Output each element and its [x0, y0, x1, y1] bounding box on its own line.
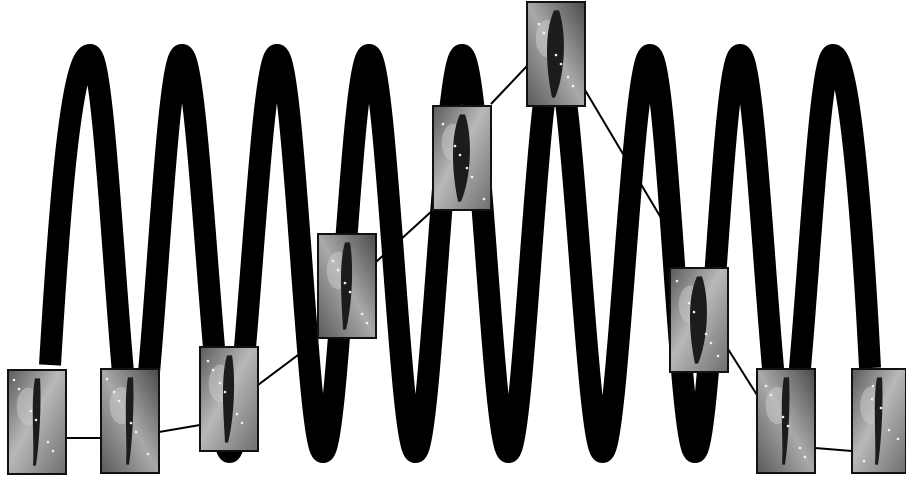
glottis-frame-7 — [670, 268, 728, 372]
connector-line — [491, 66, 527, 104]
glottis-frame-2 — [101, 369, 159, 473]
connector-line — [815, 448, 852, 451]
connector-line — [728, 349, 757, 395]
glottis-frame-3 — [200, 347, 258, 451]
glottis-frame-6 — [527, 2, 585, 106]
glottis-frame-9 — [852, 369, 906, 473]
glottis-frame-8 — [757, 369, 815, 473]
glottis-frame-4 — [318, 234, 376, 338]
glottis-frame-5 — [433, 106, 491, 210]
connector-line — [159, 425, 200, 432]
glottis-frame-1 — [8, 370, 66, 474]
